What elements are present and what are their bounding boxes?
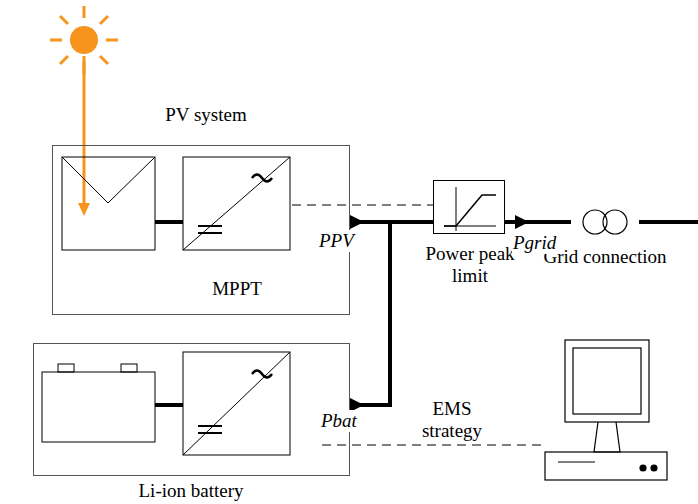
computer-symbol [545,340,667,480]
power-label: PPV [318,230,355,252]
transformer-symbol: Grid connection [571,210,639,235]
control-line [292,205,433,206]
arrow-head [350,215,364,229]
inverter-symbol [183,157,290,250]
battery-symbol [42,364,155,442]
power-label: Pbat [320,410,358,432]
power-flow [350,222,433,412]
power-label: Pgrid [512,232,557,254]
sun-symbol [50,6,118,216]
limiter-stroke [456,187,457,231]
grid-line [639,220,698,224]
limiter-stroke [444,195,496,226]
system-box: PV systemMPPT [52,145,350,315]
pv-panel [62,157,155,250]
power-line [505,220,571,224]
control-line [322,445,543,446]
node-label: PV system [156,104,256,126]
node-label: MPPT [187,278,287,300]
limiter-symbol [434,181,506,235]
power-line [350,222,433,405]
node-label: Grid connection [540,246,670,268]
limiter-box: Power peak limit [433,180,505,234]
system-box: Li-ion battery [33,343,350,476]
transformer-stroke [603,210,627,234]
dc-wire [155,403,183,407]
power-flow [505,215,571,229]
note-label: EMS strategy [412,398,492,442]
transformer-symbol [583,210,651,235]
node-label: Power peak limit [414,243,526,287]
arrow-head [515,215,529,229]
inverter-symbol [183,352,290,455]
dc-wire [155,220,183,224]
node-label: Li-ion battery [101,480,281,502]
